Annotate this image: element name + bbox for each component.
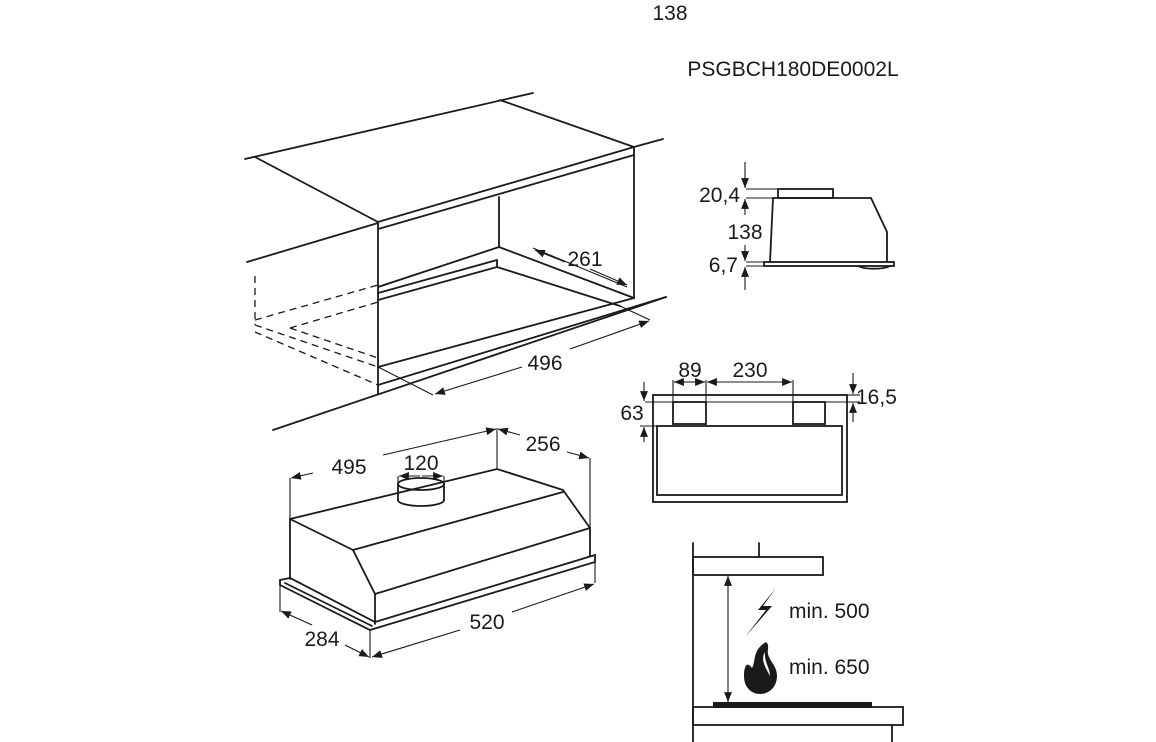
hood-drawing: 495 256 120 284 520 bbox=[279, 427, 596, 658]
side-view-drawing: 20,4 138 6,7 bbox=[699, 162, 895, 290]
fan-offset-label: 89 bbox=[678, 359, 701, 382]
cabinet-drawing: 261 496 bbox=[244, 92, 667, 431]
hood-depth-top-label: 256 bbox=[525, 433, 560, 456]
duct-height-label: 20,4 bbox=[699, 184, 740, 207]
hood-depth-bottom-label: 284 bbox=[304, 628, 339, 651]
flame-icon bbox=[744, 642, 777, 694]
duct-diameter-label: 120 bbox=[403, 452, 438, 475]
hood-width-top-label: 495 bbox=[331, 456, 366, 479]
plate-height-label: 6,7 bbox=[709, 254, 738, 277]
body-height-label: 138 bbox=[727, 221, 762, 244]
cabinet-depth-label: 261 bbox=[567, 248, 602, 271]
page-number: 138 bbox=[652, 2, 687, 25]
front-left-label: 63 bbox=[620, 402, 643, 425]
front-right-label: 16,5 bbox=[856, 386, 897, 409]
front-view-drawing: 89 230 16,5 63 bbox=[620, 359, 897, 503]
clearance-drawing: min. 500 min. 650 bbox=[692, 542, 904, 742]
fan-spacing-label: 230 bbox=[732, 359, 767, 382]
cabinet-width-label: 496 bbox=[527, 352, 562, 375]
hood-width-bottom-label: 520 bbox=[469, 611, 504, 634]
gas-clearance-label: min. 650 bbox=[789, 656, 870, 679]
electric-clearance-label: min. 500 bbox=[789, 600, 870, 623]
document-code: PSGBCH180DE0002L bbox=[687, 58, 898, 81]
lightning-icon bbox=[745, 588, 776, 637]
